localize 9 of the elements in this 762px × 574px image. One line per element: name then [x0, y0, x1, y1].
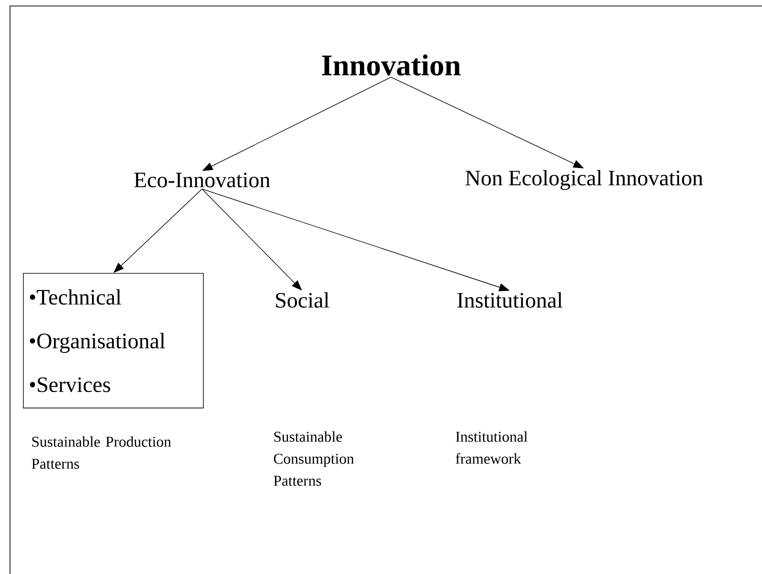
heading-text: Innovation [322, 54, 461, 76]
bullet-list-box: •Technical •Organisational •Services [23, 273, 204, 408]
category-label: Institutional [457, 292, 562, 308]
category-label: Non Ecological Innovation [466, 170, 703, 190]
caption-text: Sustainable Production Patterns [32, 436, 172, 469]
caption-text: Institutional framework [456, 431, 528, 464]
caption-text: Sustainable Consumption Patterns [274, 431, 354, 486]
category-label: Social [276, 292, 330, 308]
category-label: Eco-Innovation [134, 172, 270, 188]
